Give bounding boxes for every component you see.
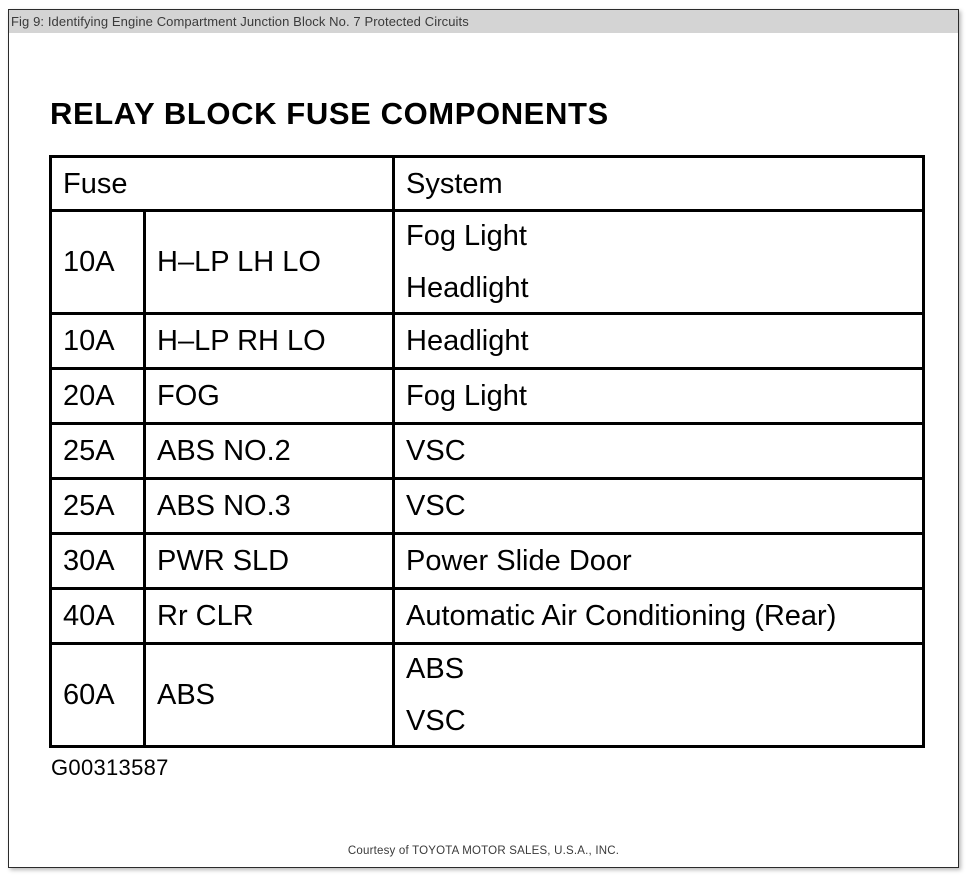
system-lines: VSC <box>406 435 921 467</box>
system-lines: Power Slide Door <box>406 545 921 577</box>
cell-fuse-name: Rr CLR <box>142 587 396 645</box>
system-value: Headlight <box>406 272 529 304</box>
amperage-value: 20A <box>63 380 115 412</box>
system-lines: VSC <box>406 490 921 522</box>
amperage-value: 30A <box>63 545 115 577</box>
cell-amperage: 25A <box>49 422 146 480</box>
table-row: 10A H–LP RH LO Headlight <box>49 312 926 370</box>
figure-heading: RELAY BLOCK FUSE COMPONENTS <box>50 96 609 131</box>
table-row: 20A FOG Fog Light <box>49 367 926 425</box>
system-value: Automatic Air Conditioning (Rear) <box>406 600 837 632</box>
amperage-value: 40A <box>63 600 115 632</box>
table-row: 25A ABS NO.2 VSC <box>49 422 926 480</box>
cell-system: Fog Light <box>392 367 926 425</box>
figure-title-text: Fig 9: Identifying Engine Compartment Ju… <box>11 14 469 29</box>
cell-fuse-name: ABS <box>142 642 396 748</box>
table-header: Fuse System <box>48 155 926 212</box>
system-lines: Headlight <box>406 325 921 357</box>
system-value: ABS <box>406 653 465 685</box>
cell-amperage: 10A <box>49 312 146 370</box>
cell-amperage: 20A <box>49 367 146 425</box>
cell-amperage: 60A <box>49 642 146 748</box>
fuse-name-value: H–LP LH LO <box>157 246 321 278</box>
table-row: 40A Rr CLR Automatic Air Conditioning (Rea… <box>49 587 926 645</box>
cell-fuse-name: H–LP RH LO <box>142 312 396 370</box>
fuse-name-value: H–LP RH LO <box>157 325 326 357</box>
fuse-name-value: PWR SLD <box>157 545 290 577</box>
cell-amperage: 40A <box>49 587 146 645</box>
amperage-value: 60A <box>63 679 115 711</box>
courtesy-footer: Courtesy of TOYOTA MOTOR SALES, U.S.A., … <box>347 845 620 857</box>
cell-fuse-name: H–LP LH LO <box>142 209 396 315</box>
system-lines: Automatic Air Conditioning (Rear) <box>406 600 921 632</box>
cell-system: ABS VSC <box>392 642 926 748</box>
column-header-fuse: Fuse <box>48 155 396 212</box>
cell-fuse-name: ABS NO.2 <box>142 422 396 480</box>
cell-fuse-name: ABS NO.3 <box>142 477 396 535</box>
system-value: VSC <box>406 705 466 737</box>
document-body: RELAY BLOCK FUSE COMPONENTS Fuse System <box>9 33 958 867</box>
fuse-name-value: FOG <box>157 380 220 412</box>
amperage-value: 25A <box>63 435 115 467</box>
system-value: Headlight <box>406 325 529 357</box>
table-row: 30A PWR SLD Power Slide Door <box>49 532 926 590</box>
cell-fuse-name: FOG <box>142 367 396 425</box>
fuse-name-value: ABS NO.2 <box>157 435 291 467</box>
cell-amperage: 25A <box>49 477 146 535</box>
table-row: 25A ABS NO.3 VSC <box>49 477 926 535</box>
column-header-fuse-label: Fuse <box>63 167 128 200</box>
system-value: Power Slide Door <box>406 545 632 577</box>
figure-title-bar: Fig 9: Identifying Engine Compartment Ju… <box>9 10 958 33</box>
system-lines: ABS VSC <box>406 653 921 737</box>
cell-system: Automatic Air Conditioning (Rear) <box>392 587 926 645</box>
figure-id-caption: G00313587 <box>51 755 169 780</box>
system-value: Fog Light <box>406 380 527 412</box>
system-value: VSC <box>406 435 466 467</box>
cell-system: VSC <box>392 477 926 535</box>
document-panel: Fig 9: Identifying Engine Compartment Ju… <box>8 9 959 868</box>
fuse-name-value: ABS NO.3 <box>157 490 291 522</box>
amperage-value: 10A <box>63 325 115 357</box>
system-value: VSC <box>406 490 466 522</box>
amperage-value: 10A <box>63 246 115 278</box>
cell-amperage: 30A <box>49 532 146 590</box>
column-header-system-label: System <box>406 167 503 200</box>
fuse-name-value: Rr CLR <box>157 600 254 632</box>
column-header-system: System <box>392 155 926 212</box>
cell-amperage: 10A <box>49 209 146 315</box>
cell-system: Headlight <box>392 312 926 370</box>
cell-fuse-name: PWR SLD <box>142 532 396 590</box>
table-header-row: Fuse System <box>48 155 926 212</box>
fuse-name-value: ABS <box>157 679 216 711</box>
amperage-value: 25A <box>63 490 115 522</box>
system-value: Fog Light <box>406 220 527 252</box>
table-row: 60A ABS ABS VSC <box>49 642 926 748</box>
system-lines: Fog Light <box>406 380 921 412</box>
cell-system: VSC <box>392 422 926 480</box>
cell-system: Power Slide Door <box>392 532 926 590</box>
